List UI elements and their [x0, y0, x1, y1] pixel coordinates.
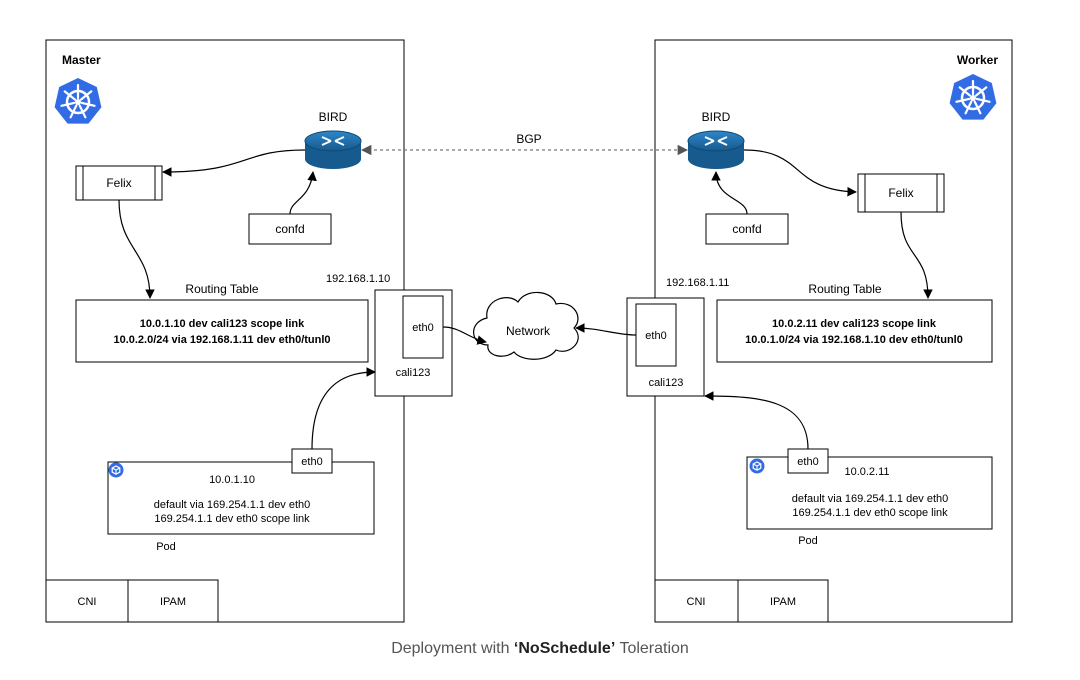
- master-felix-box: [75, 165, 163, 201]
- worker-cni-label: CNI: [687, 596, 706, 608]
- worker-felix-label: Felix: [888, 186, 913, 200]
- caption-suffix: Toleration: [615, 640, 689, 657]
- master-pod-eth0-label: eth0: [301, 456, 322, 468]
- worker-bird-label: BIRD: [702, 110, 731, 124]
- figure-caption: Deployment with ‘NoSchedule’ Toleration: [0, 640, 1080, 658]
- master-routing-table-title: Routing Table: [185, 282, 258, 296]
- worker-route-1: 10.0.2.11 dev cali123 scope link: [772, 318, 937, 330]
- master-ipam-box: [127, 579, 219, 623]
- master-pod-cube-icon: [108, 462, 124, 478]
- master-pod-label: Pod: [156, 541, 176, 553]
- worker-title: Worker: [957, 53, 998, 67]
- worker-confd-box: [705, 213, 789, 245]
- worker-cali123-label: cali123: [649, 377, 684, 389]
- master-bird-label: BIRD: [319, 110, 348, 124]
- master-pod-box: [107, 461, 375, 535]
- master-ipam-label: IPAM: [160, 596, 186, 608]
- bgp-label: BGP: [516, 132, 541, 146]
- worker-confd-label: confd: [732, 222, 761, 236]
- worker-host-ip: 192.168.1.11: [666, 277, 729, 289]
- master-cni-box: [45, 579, 129, 623]
- master-confd-label: confd: [275, 222, 304, 236]
- worker-pod-label: Pod: [798, 535, 818, 547]
- kubernetes-logo-icon: [949, 74, 997, 120]
- master-node: Master BIRD: [45, 39, 453, 623]
- master-eth0-to-network-arrow: [442, 326, 487, 345]
- worker-felix-to-table-arrow: [900, 211, 933, 299]
- master-host-ip: 192.168.1.10: [326, 273, 390, 285]
- worker-pod-to-cali-arrow: [704, 391, 809, 450]
- worker-router-icon: [687, 130, 745, 169]
- worker-felix-box: [857, 173, 945, 213]
- master-pod-ip: 10.0.1.10: [209, 474, 255, 486]
- master-pod-route-1: default via 169.254.1.1 dev eth0: [154, 499, 311, 511]
- network-label: Network: [506, 324, 551, 338]
- master-felix-to-table-arrow: [118, 199, 155, 299]
- master-cni-label: CNI: [78, 596, 97, 608]
- worker-routing-table: [716, 299, 993, 363]
- master-bird-to-felix-arrow: [162, 149, 306, 177]
- master-pod-to-cali-arrow: [311, 367, 376, 450]
- worker-eth0-to-network-arrow: [575, 323, 637, 336]
- worker-pod-cube-icon: [749, 458, 765, 474]
- master-host-eth0-label: eth0: [412, 322, 433, 334]
- worker-pod-eth0-label: eth0: [797, 456, 818, 468]
- worker-host-eth0-label: eth0: [645, 330, 666, 342]
- worker-pod-ip: 10.0.2.11: [844, 466, 889, 478]
- kubernetes-logo-icon: [54, 78, 102, 124]
- master-router-icon: [304, 130, 362, 169]
- worker-pod-route-1: default via 169.254.1.1 dev eth0: [792, 493, 949, 505]
- network-cloud-icon: [473, 291, 579, 360]
- master-pod-route-2: 169.254.1.1 dev eth0 scope link: [154, 513, 310, 525]
- master-route-2: 10.0.2.0/24 via 192.168.1.11 dev eth0/tu…: [113, 334, 330, 346]
- worker-ipam-label: IPAM: [770, 596, 796, 608]
- caption-emphasis: NoSchedule: [518, 640, 611, 657]
- worker-routing-table-title: Routing Table: [808, 282, 881, 296]
- worker-ipam-box: [737, 579, 829, 623]
- master-title: Master: [62, 53, 101, 67]
- worker-node: Worker BIRD: [626, 39, 1013, 623]
- master-cali123-label: cali123: [396, 367, 431, 379]
- caption-prefix: Deployment with: [391, 640, 514, 657]
- worker-cni-box: [654, 579, 739, 623]
- master-pod-eth0: [291, 448, 333, 474]
- caption-quote-open: ‘: [513, 640, 519, 657]
- worker-bird-to-felix-arrow: [743, 149, 857, 197]
- caption-quote-close: ’: [610, 640, 616, 657]
- master-felix-label: Felix: [106, 176, 131, 190]
- worker-confd-to-bird-arrow: [711, 171, 748, 215]
- master-routing-table: [75, 299, 369, 363]
- master-confd-to-bird-arrow: [289, 171, 317, 215]
- worker-route-2: 10.0.1.0/24 via 192.168.1.10 dev eth0/tu…: [745, 334, 963, 346]
- worker-pod-route-2: 169.254.1.1 dev eth0 scope link: [792, 507, 948, 519]
- master-route-1: 10.0.1.10 dev cali123 scope link: [140, 318, 305, 330]
